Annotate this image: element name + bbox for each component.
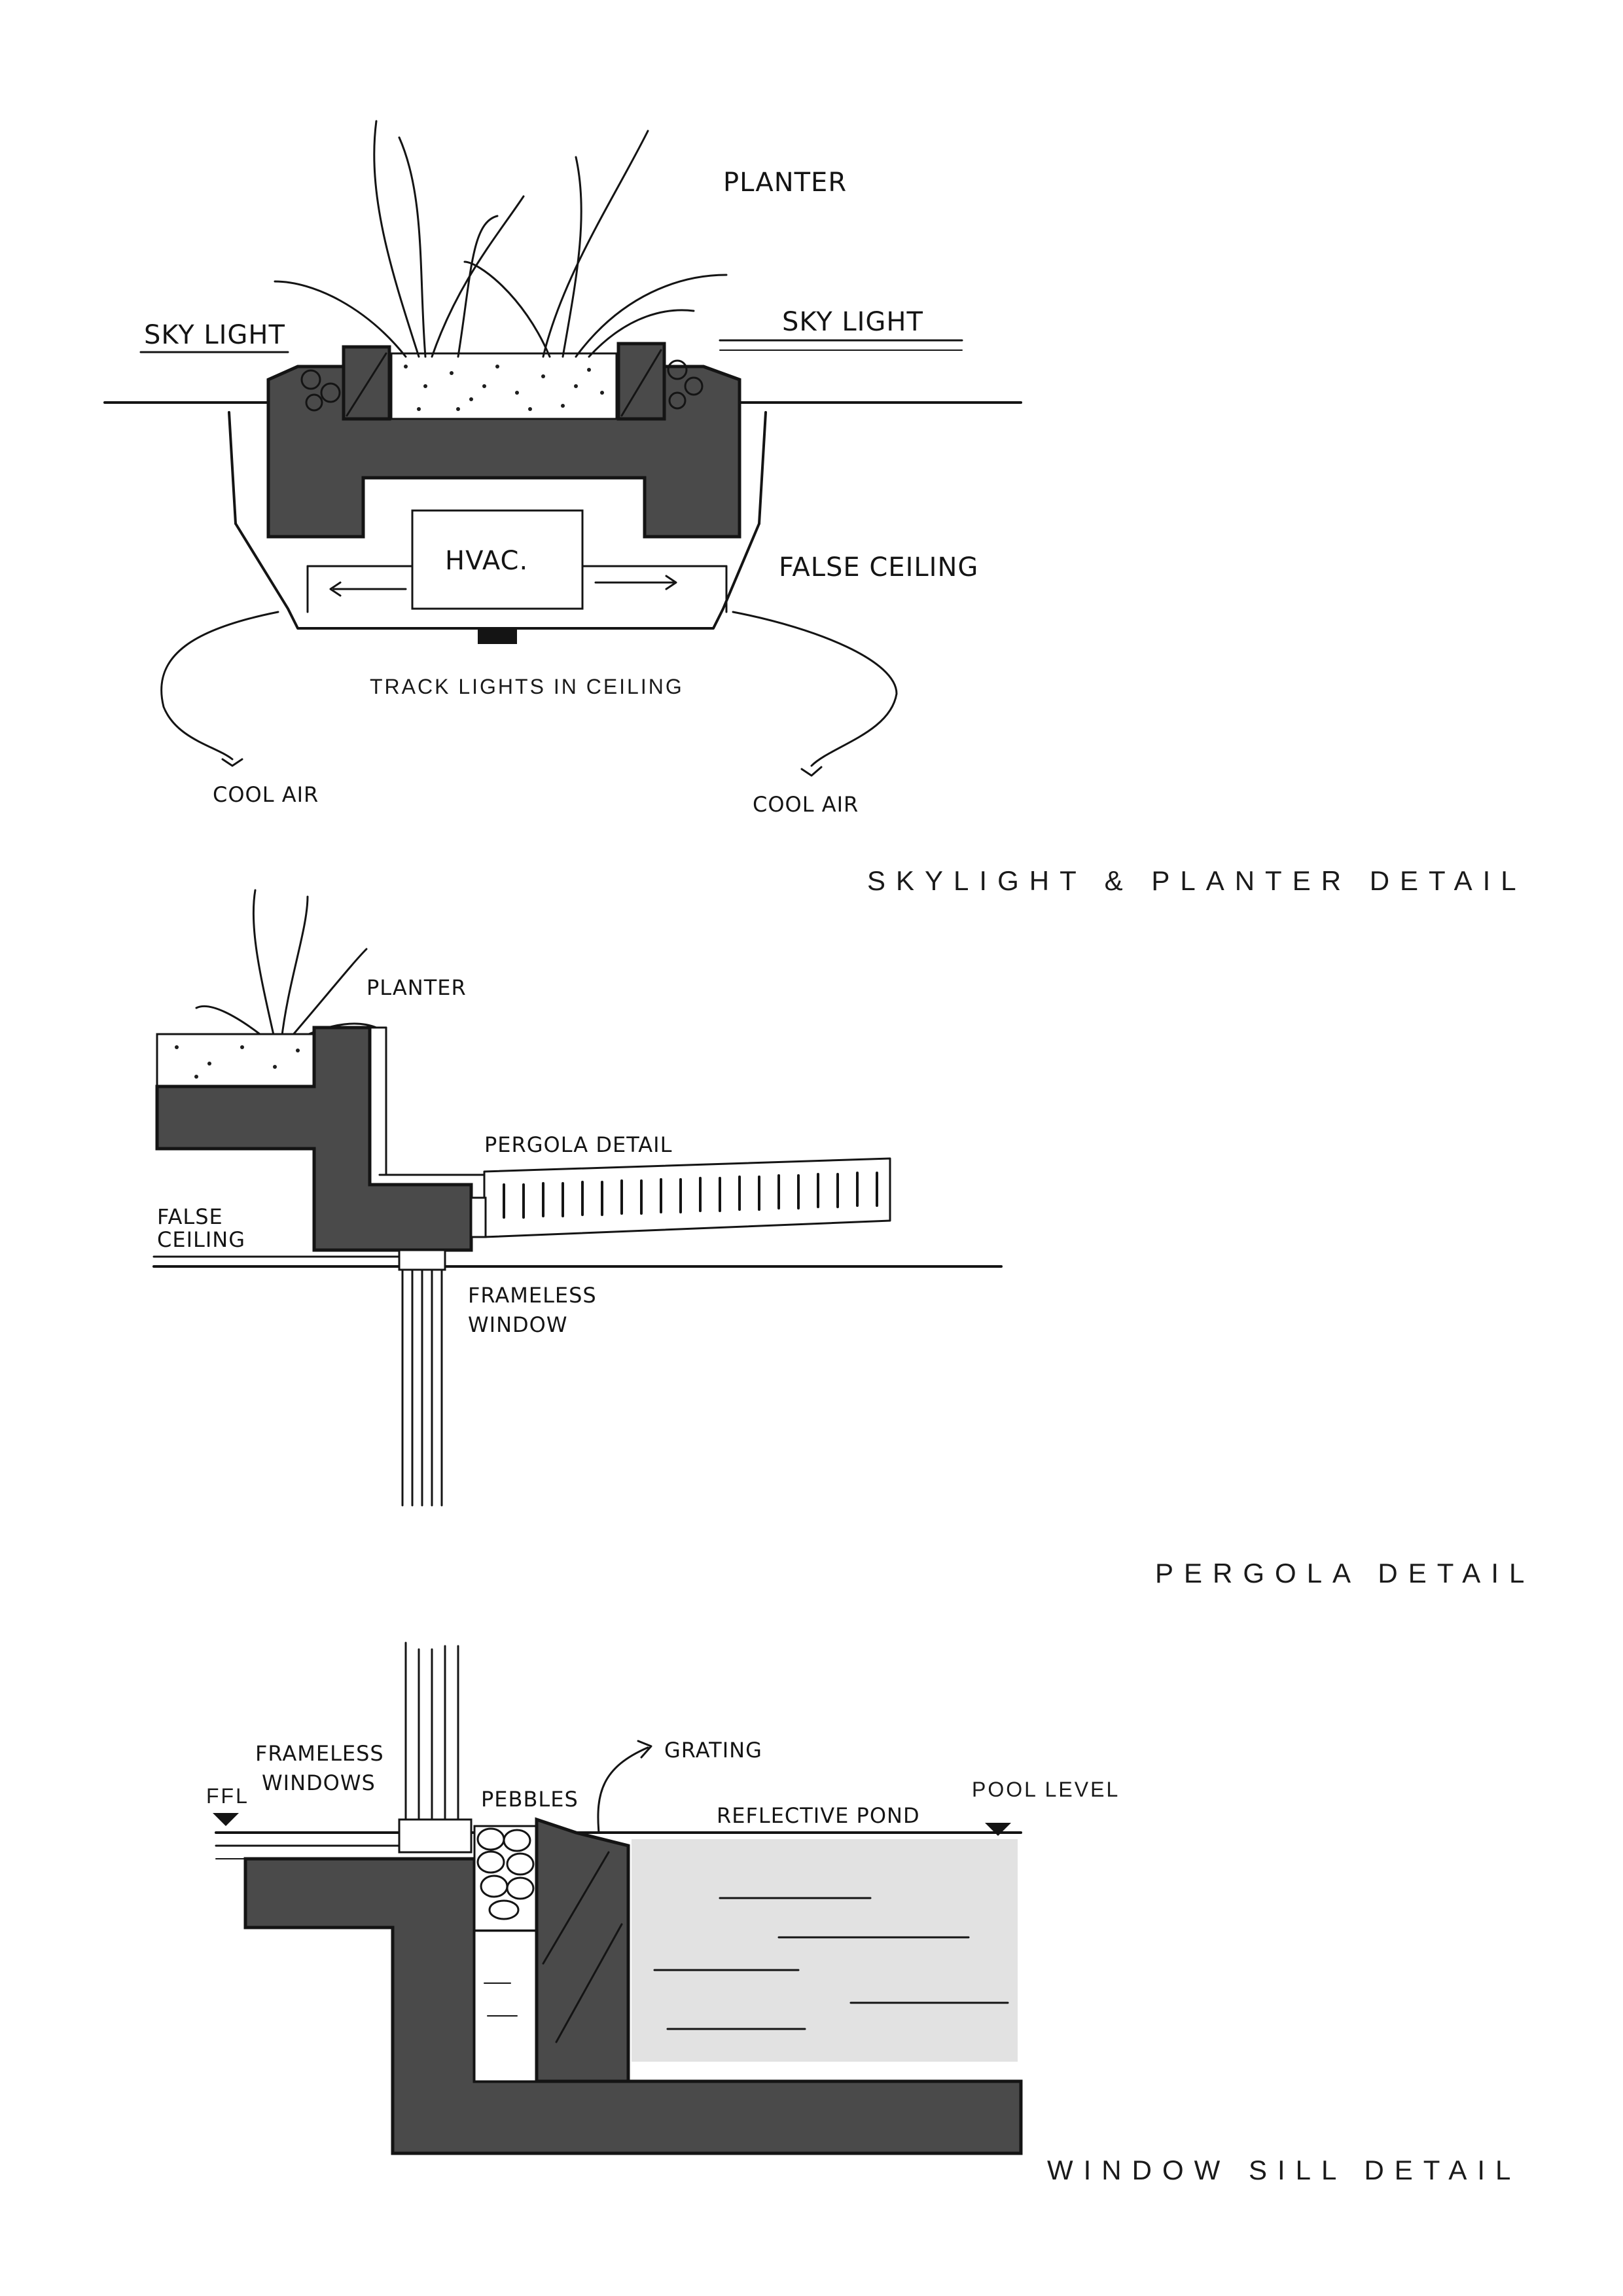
cool-air-curve-left <box>160 611 279 761</box>
label-pergola-planter: PLANTER <box>366 975 467 1000</box>
ffl-marker <box>213 1813 239 1826</box>
label-hvac: HVAC. <box>445 546 528 576</box>
window-head <box>398 1249 446 1271</box>
pergola-fixing <box>470 1196 487 1238</box>
planter-plants <box>274 120 728 358</box>
window-sill-detail: FRAMELESS WINDOWS FFL PEBBLES GRATING RE… <box>206 1641 1521 2185</box>
hanger-rod-right <box>758 411 767 525</box>
label-window: WINDOW <box>468 1312 567 1337</box>
hvac-unit <box>411 509 584 610</box>
window-sill-block <box>398 1818 473 1854</box>
cool-air-curve-right <box>732 611 898 767</box>
label-false-ceiling: FALSE CEILING <box>779 552 978 583</box>
pergola-soil-speckle <box>175 1045 300 1079</box>
hanger-rod-left <box>228 411 237 525</box>
label-ffl: FFL <box>206 1784 249 1808</box>
drain-channel <box>473 1929 538 2083</box>
pergola-soil <box>156 1033 315 1088</box>
skylight-planter-detail: PLANTER SKY LIGHT SKY LIGHT HVAC. FALSE … <box>103 120 1527 896</box>
pergola-concrete-slab <box>155 1026 473 1252</box>
title-skylight-planter: SKYLIGHT & PLANTER DETAIL <box>867 865 1527 896</box>
label-planter: PLANTER <box>723 168 847 198</box>
label-reflective-pond: REFLECTIVE POND <box>717 1803 920 1828</box>
label-cool-air-right: COOL AIR <box>753 792 859 817</box>
label-frameless-windows-1: FRAMELESS <box>255 1741 384 1766</box>
label-track-lights: TRACK LIGHTS IN CEILING <box>370 675 684 698</box>
title-pergola: PERGOLA DETAIL <box>1155 1558 1535 1588</box>
false-ceiling-profile <box>234 522 760 630</box>
pergola-louvers <box>503 1172 878 1219</box>
weir-wall <box>535 1817 630 2083</box>
title-window-sill: WINDOW SILL DETAIL <box>1047 2155 1521 2185</box>
water-ripples <box>653 1897 1009 2030</box>
pergola-frame <box>483 1157 891 1238</box>
label-frameless-windows-2: WINDOWS <box>262 1770 376 1795</box>
label-sky-light-left: SKY LIGHT <box>144 320 285 350</box>
grating-leader <box>597 1746 649 1834</box>
sill-window-glass <box>404 1641 459 1840</box>
label-pebbles: PEBBLES <box>481 1787 579 1812</box>
label-frameless: FRAMELESS <box>468 1283 597 1308</box>
label-grating: GRATING <box>664 1738 762 1763</box>
label-sky-light-right: SKY LIGHT <box>782 307 923 337</box>
pool-level-marker <box>985 1823 1011 1836</box>
label-false: FALSE <box>157 1204 223 1229</box>
planter-soil <box>390 352 618 420</box>
pergola-plant <box>195 889 378 1042</box>
label-pergola-detail: PERGOLA DETAIL <box>484 1132 672 1157</box>
skylight-pebbles <box>300 359 704 412</box>
track-light-fixture <box>478 630 517 644</box>
frameless-window-glass <box>401 1268 443 1507</box>
soil-speckle <box>404 365 604 411</box>
reflective-pond-water <box>632 1839 1018 2062</box>
pergola-detail: PLANTER PERGOLA DETAIL FALSE CEILING FRA… <box>152 889 1535 1588</box>
label-cool-air-left: COOL AIR <box>213 782 319 807</box>
pebbles <box>476 1827 535 1920</box>
label-pool-level: POOL LEVEL <box>972 1778 1120 1801</box>
label-ceiling: CEILING <box>157 1227 245 1252</box>
